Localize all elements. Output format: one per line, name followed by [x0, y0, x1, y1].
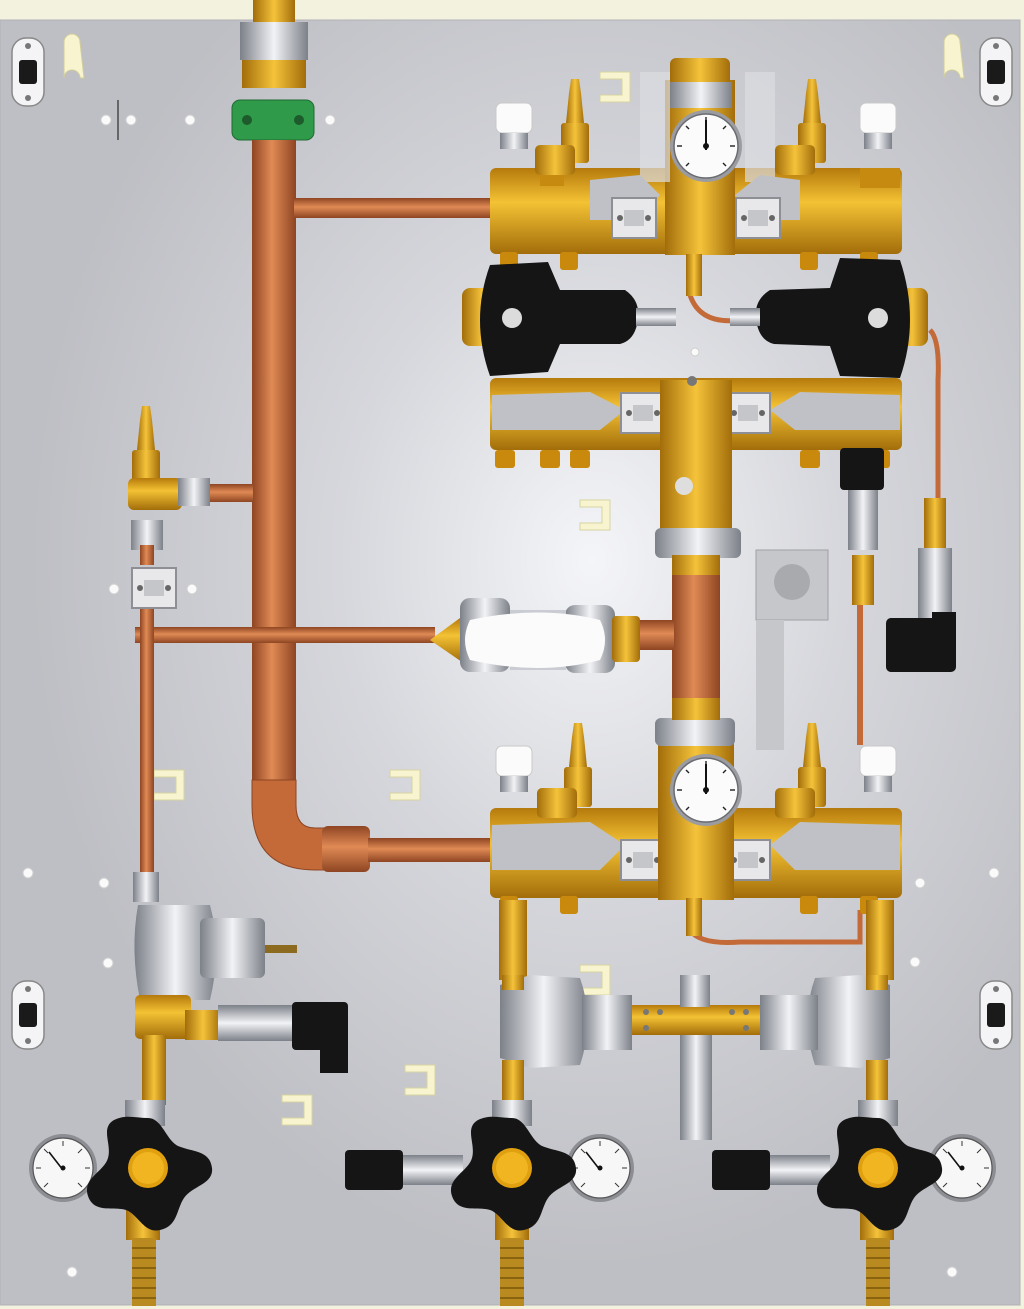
copper-pipe-center [672, 555, 720, 705]
left-star-valve [86, 1100, 213, 1306]
lower-right-cap [859, 745, 897, 793]
right-regulator [730, 258, 928, 378]
left-outlet-cap [345, 1150, 403, 1190]
copper-pipe-to-ball-valve [135, 627, 435, 643]
middle-outlet-gauge [565, 1133, 635, 1203]
upper-right-cap [859, 102, 897, 150]
middle-manifold [490, 376, 902, 575]
lower-manifold [490, 698, 902, 936]
left-regulator [462, 262, 676, 376]
upper-manifold-gauge [669, 109, 743, 183]
main-copper-pipe [252, 140, 296, 790]
lower-left-cap [495, 745, 533, 793]
copper-pipe-left-vertical [140, 605, 154, 875]
keyholes [63, 33, 965, 79]
right-star-valve [816, 1100, 943, 1306]
inlet-nut [240, 22, 308, 60]
mount-hole-top-left [11, 37, 45, 107]
right-pressure-switch [840, 448, 956, 672]
upper-manifold [490, 58, 902, 296]
left-pressure-switch [218, 1005, 298, 1041]
left-outlet-gauge [28, 1133, 98, 1203]
copper-elbow [251, 779, 331, 871]
mount-hole-bottom-right [979, 980, 1013, 1050]
middle-star-valve [450, 1100, 577, 1306]
ball-valve-handle [465, 612, 605, 668]
mount-hole-top-right [979, 37, 1013, 107]
copper-pipe-to-lower-manifold [368, 838, 490, 862]
upper-left-cap [495, 102, 533, 150]
bottom-left-chrome-regulator [133, 872, 348, 1105]
bottom-center-regulators [500, 975, 890, 1140]
right-outlet-cap [712, 1150, 770, 1190]
copper-pipe-to-upper-manifold [294, 198, 490, 218]
side-relief [128, 406, 210, 609]
mount-hole-bottom-left [11, 980, 45, 1050]
lower-manifold-gauge [669, 753, 743, 827]
ball-valve [430, 598, 640, 673]
panel-screw-holes [22, 114, 1000, 1278]
